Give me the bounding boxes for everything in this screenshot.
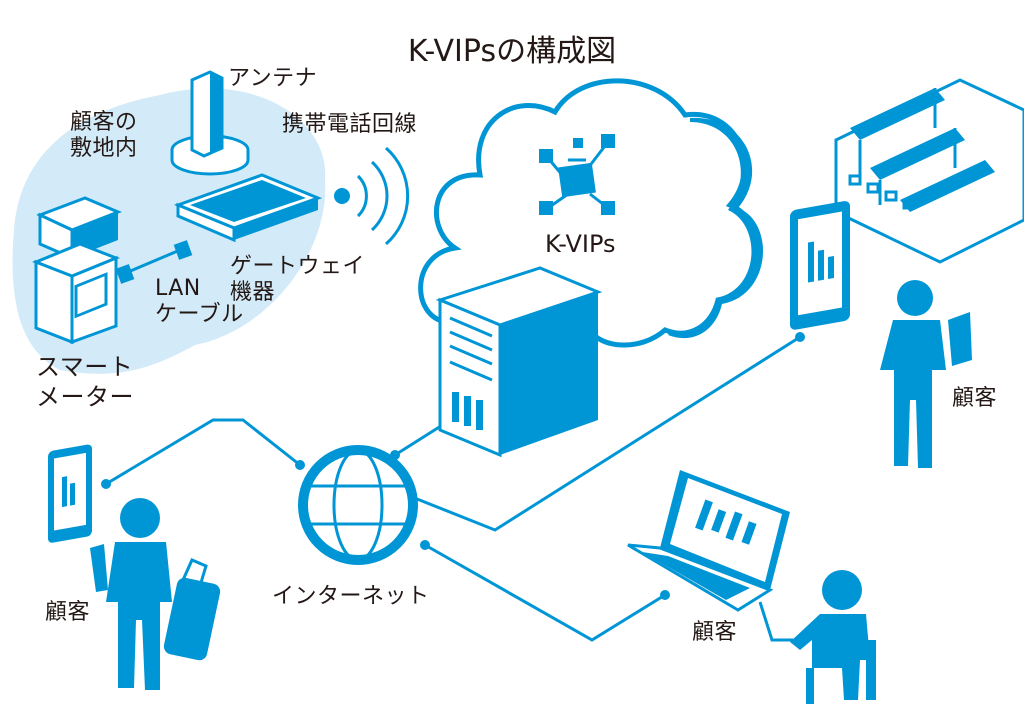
diagram-title: K-VIPsの構成図 — [407, 34, 617, 69]
internet-label: インターネット — [272, 584, 430, 609]
desk-edge — [758, 601, 806, 642]
wifi-signal-icon — [334, 146, 410, 246]
network-node-icon — [539, 134, 615, 215]
globe-icon — [298, 445, 418, 565]
customer-left-label: 顧客 — [45, 600, 91, 625]
customer-right-label: 顧客 — [952, 386, 998, 411]
smart-meter-label: スマート メーター — [36, 353, 134, 411]
antenna-label: アンテナ — [228, 66, 318, 91]
gateway-icon — [173, 173, 323, 243]
antenna-icon — [170, 70, 250, 176]
gateway-label: ゲートウェイ 機器 — [230, 254, 366, 305]
cloud-label: K-VIPs — [545, 230, 616, 258]
person-icon — [790, 570, 876, 704]
customer-bottom-label: 顧客 — [692, 620, 738, 645]
lan-cable-icon — [115, 240, 193, 284]
tablet-icon — [790, 201, 850, 330]
lan-cable-label: LAN ケーブル — [155, 276, 244, 327]
factory-icon — [834, 78, 1024, 264]
server-icon — [435, 266, 603, 458]
mobile-line-label: 携帯電話回線 — [282, 112, 418, 137]
person-icon — [90, 498, 172, 690]
suitcase-icon — [163, 558, 221, 661]
person-icon — [880, 280, 972, 468]
laptop-icon — [627, 470, 790, 612]
customer-site-label: 顧客の 敷地内 — [70, 110, 138, 161]
smart-meter-icon — [31, 196, 122, 345]
tablet-icon — [48, 444, 92, 543]
